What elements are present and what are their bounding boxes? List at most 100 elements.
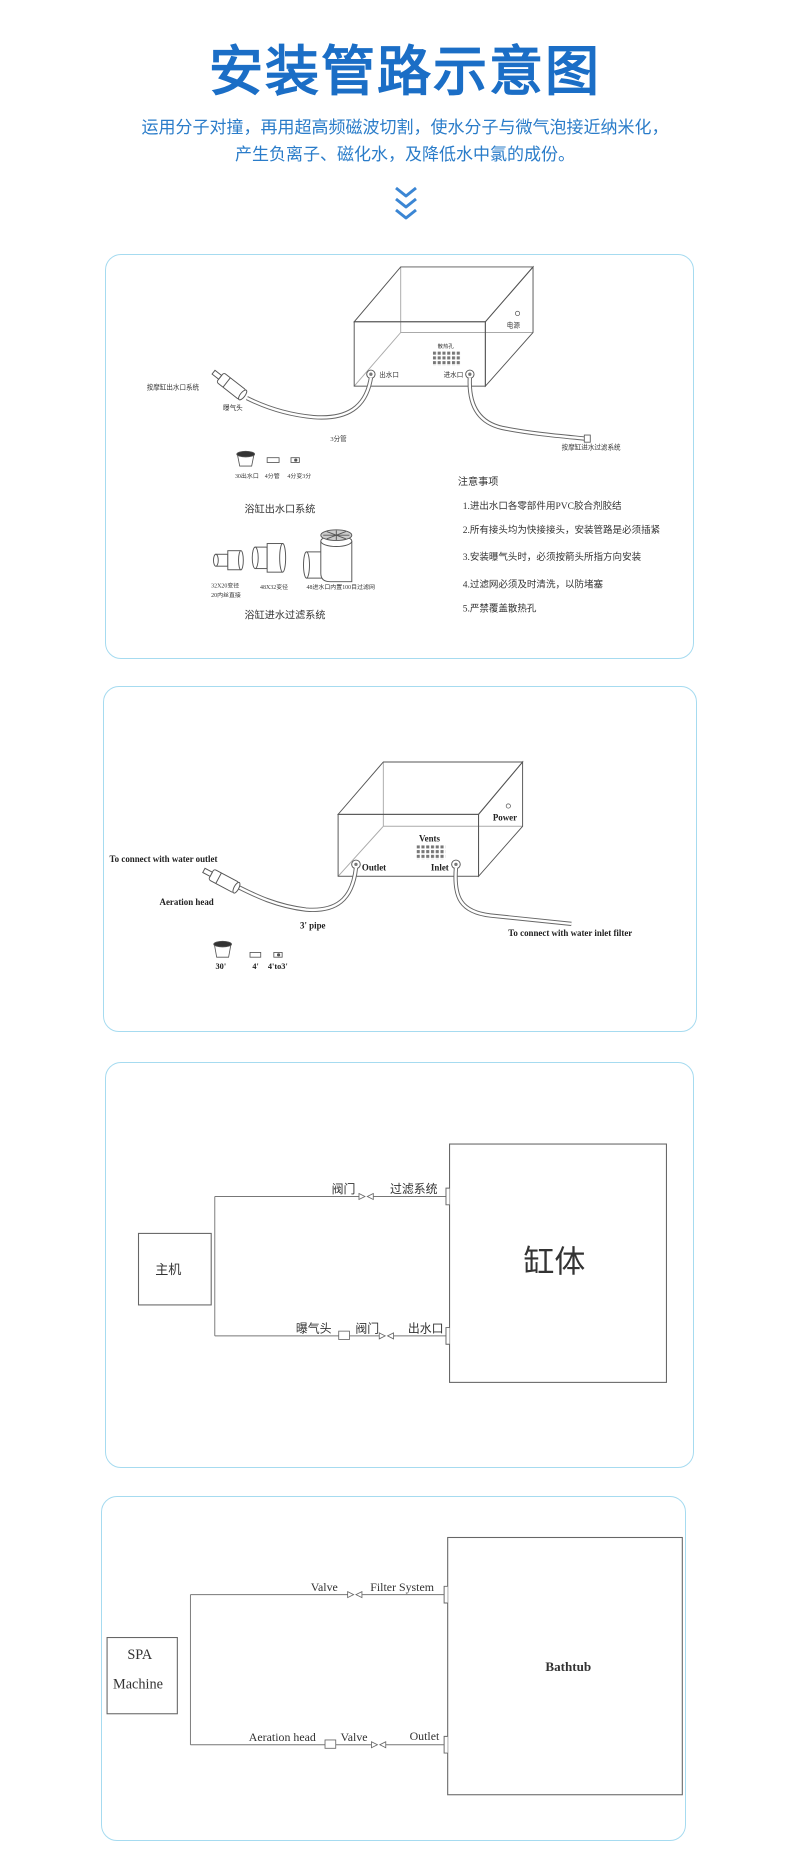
host-unit (137, 1232, 212, 1306)
aeration-head-label: Aeration head (160, 897, 214, 907)
inlet-connect-label: To connect with water inlet filter (508, 928, 632, 938)
tank-body (447, 1536, 683, 1796)
inlet-pipe (467, 377, 586, 441)
power-label: 电源 (507, 321, 521, 330)
valve-icon (371, 1741, 387, 1749)
adapter-piece-icon (273, 952, 283, 958)
pipe-label: 3分管 (330, 434, 347, 443)
reducer-icon (251, 543, 287, 573)
note-item: 2.所有接头均为快接接头，安装管路是必须插紧 (463, 524, 660, 536)
aeration-head-label: Aeration head (249, 1730, 316, 1744)
tank-port (445, 1187, 450, 1206)
page-title: 安装管路示意图 (209, 42, 601, 102)
outlet-part-label: 4分变3分 (287, 472, 311, 480)
pipe-piece-icon (249, 952, 262, 958)
inlet-system-title: 浴缸进水过滤系统 (245, 609, 326, 622)
tank-port (443, 1735, 448, 1754)
valve-icon (358, 1192, 374, 1201)
outlet-label: Outlet (410, 1729, 440, 1743)
triple-chevron-down-icon (395, 186, 417, 220)
panel-piping-en: Bathtub SPA Machine Valve Filter System … (101, 1496, 686, 1841)
outlet-label: 出水口 (379, 370, 399, 379)
box-side-face (484, 265, 534, 388)
outlet-pipe (245, 377, 374, 420)
valve-label: 阀门 (332, 1182, 356, 1196)
notes-title: 注意事项 (458, 475, 499, 488)
power-indicator (505, 803, 511, 809)
box-side-face (478, 760, 524, 878)
outlet-connect-label: To connect with water outlet (110, 854, 218, 864)
pipe-label: 3' pipe (300, 921, 326, 931)
tank-port (445, 1327, 450, 1345)
reducer-icon (213, 550, 244, 571)
box-top-face (353, 266, 535, 323)
valve-label: Valve (311, 1580, 338, 1594)
inlet-port-inner (468, 372, 472, 376)
valve-icon (347, 1591, 363, 1599)
host-label-line-2: Machine (113, 1677, 163, 1693)
aeration-head-icon (202, 867, 241, 894)
power-indicator (515, 310, 521, 316)
vent-grid (432, 351, 462, 366)
outlet-fitting-icon (236, 450, 256, 467)
piping-schematic-en: Bathtub SPA Machine Valve Filter System … (106, 1536, 683, 1796)
inlet-filter-elbow-icon (303, 529, 353, 583)
vents-label: 散热孔 (438, 342, 455, 350)
page-subtitle: 运用分子对撞，再用超高频磁波切割，使水分子与微气泡接近纳米化， 产生负离子、磁化… (0, 114, 790, 168)
power-label: Power (493, 812, 517, 822)
install-diagram-en: Power Vents Outlet Inlet To connect with… (110, 760, 632, 971)
outlet-pipe-core (237, 867, 358, 912)
inlet-pipe-core (468, 377, 586, 440)
outlet-label: Outlet (362, 862, 386, 872)
panel-install-diagram-cn: 电源 散热孔 出水口 进水口 按摩缸出水口系统 曝气头 3分管 按摩缸进水过滤系… (105, 254, 694, 659)
valve-icon (378, 1332, 394, 1340)
outlet-part-label: 4分管 (265, 472, 280, 480)
tank-body (449, 1143, 667, 1383)
note-item: 1.进出水口各零部件用PVC胶合剂胶结 (463, 500, 622, 512)
inlet-label: 进水口 (444, 370, 464, 379)
host-label-line-1: SPA (127, 1647, 153, 1663)
filter-system-label: 过滤系统 (390, 1182, 438, 1196)
filter-system-label: Filter System (370, 1580, 435, 1594)
box-hidden-edge (353, 332, 402, 387)
valve-label: 阀门 (355, 1321, 379, 1335)
aeration-head-icon (324, 1739, 337, 1749)
outlet-part-label: 30出水口 (235, 472, 259, 480)
note-item: 5.严禁覆盖散热孔 (463, 603, 537, 615)
inlet-part-label: 20内丝直接 (211, 591, 241, 599)
box-top-face (337, 761, 524, 815)
inlet-pipe-core (454, 867, 572, 926)
inlet-part-label: 48X32变径 (260, 583, 288, 591)
outlet-fitting-icon (213, 940, 232, 958)
aeration-head-label: 曝气头 (296, 1321, 332, 1335)
subtitle-line-1: 运用分子对撞，再用超高频磁波切割，使水分子与微气泡接近纳米化， (141, 118, 669, 137)
part-label: 30' (216, 962, 227, 971)
vents-label: Vents (419, 834, 440, 844)
panel-piping-cn: 缸体 主机 阀门 过滤系统 曝气头 阀门 出水口 (105, 1062, 694, 1468)
inlet-label: Inlet (431, 862, 449, 872)
outlet-system-label: 按摩缸出水口系统 (147, 383, 200, 392)
outlet-port-inner (354, 862, 358, 867)
install-diagram-cn: 电源 散热孔 出水口 进水口 按摩缸出水口系统 曝气头 3分管 按摩缸进水过滤系… (147, 265, 660, 622)
panel-install-diagram-en: Power Vents Outlet Inlet To connect with… (103, 686, 697, 1032)
part-label: 4' (252, 962, 258, 971)
piping-schematic-cn: 缸体 主机 阀门 过滤系统 曝气头 阀门 出水口 (137, 1143, 667, 1383)
host-unit (106, 1636, 178, 1715)
part-label: 4'to3' (268, 962, 288, 971)
inlet-port-inner (454, 862, 458, 867)
inlet-part-label: 32X20变径 (211, 582, 239, 590)
aeration-head-icon (338, 1330, 350, 1340)
outlet-port-inner (369, 372, 373, 376)
note-item: 4.过滤网必须及时清洗，以防堵塞 (463, 579, 604, 591)
vent-grid (416, 845, 446, 860)
inlet-filter-label: 按摩缸进水过滤系统 (562, 442, 621, 451)
tank-port (443, 1585, 448, 1604)
adapter-piece-icon (290, 457, 300, 463)
valve-label: Valve (341, 1730, 368, 1744)
outlet-label: 出水口 (408, 1321, 444, 1335)
box-hidden-edge (337, 825, 384, 877)
outlet-pipe-core (246, 377, 373, 419)
host-label: 主机 (155, 1262, 181, 1277)
tank-label: 缸体 (523, 1245, 585, 1280)
inlet-pipe-cap (583, 434, 591, 443)
